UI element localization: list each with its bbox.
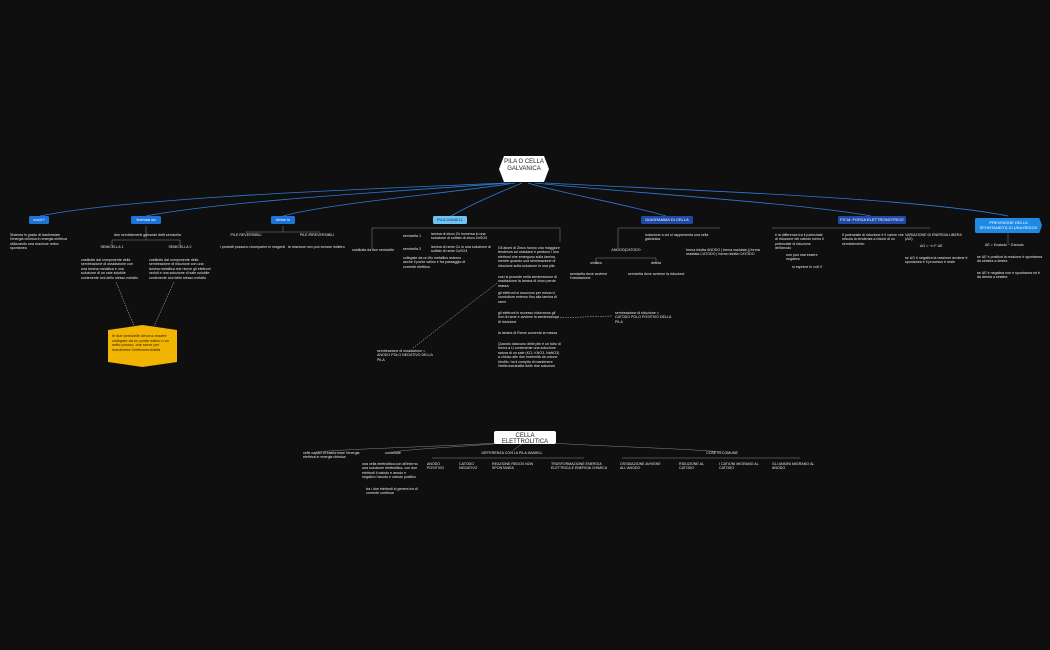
anodo-note: semireazione di ossidazione = ANODO POLO…: [377, 349, 433, 362]
daniell-point-6: Quando ciascuno delle pile è un tubo di …: [498, 342, 561, 369]
semicella-2-desc: costituito dal componente della semireaz…: [149, 258, 211, 280]
elettrolitica-desc: celle capaci di trasformare l'energia el…: [303, 451, 360, 460]
daniell-point-2: così si procede nella semireazione di os…: [498, 275, 557, 288]
delta-g-formula: ΔG = −n F ΔE: [920, 244, 943, 248]
diagramma-desc: notazione a cui si rappresenta una cella…: [645, 233, 709, 242]
differenza-a: ANODO POSITIVO: [427, 462, 444, 471]
daniell-semicella-1-desc: lamina di zinco Zn immersa in una soluzi…: [431, 232, 488, 241]
fem-desc-4: Il potenziale di riduzione è il valore c…: [842, 233, 904, 246]
branch-cos-e[interactable]: cos'è?: [29, 216, 49, 224]
comune-b: RIDUZIONE AL CATODO: [679, 462, 704, 471]
destra: destra: [651, 261, 661, 265]
daniell-point-3: gli elettroni si muovono per mezzo il co…: [498, 291, 557, 304]
daniell-point-5: la lamina di Rame aumenta la massa: [498, 331, 558, 335]
irreversibili-desc: la reazione non può tornare indietro: [288, 245, 345, 249]
root-node-pila[interactable]: PILA O CELLA GALVANICA: [499, 156, 549, 182]
ponte-salino-text: le due semicelle devono essere collegate…: [112, 333, 170, 352]
daniell-point-1: Gli atomi di Zinco hanno una maggiore te…: [498, 246, 560, 268]
delta-e-formula: ΔE = Ecatodo − Eanodo: [985, 243, 1024, 247]
branch-formata-da[interactable]: formata da: [131, 216, 161, 224]
differenza-label: DIFFERENZA CON LA PILA DANIELL: [481, 451, 543, 455]
variazione-energia-libera: VARIAZIONE DI ENERGIA LIBERA (ΔG): [905, 233, 962, 242]
fem-desc-1: è la differenza tra il potenziale di rid…: [775, 233, 824, 251]
catodo-note: semireazione di riduzione = CATODO POLO …: [615, 311, 672, 324]
branch-diagramma-di-cella[interactable]: DIAGRAMMA DI CELLA: [641, 216, 693, 224]
daniell-semicella-1: semicella 1: [403, 234, 421, 238]
semicella-2: SEMICELLA 2: [168, 245, 192, 249]
differenza-d: TRASFORMAZIONE ENERGIA ELETTRICA E ENERG…: [551, 462, 608, 471]
contenute-label: contenute: [385, 451, 401, 455]
daniell-costituita: costituita da due semicelle: [352, 248, 395, 252]
semicella-1: SEMICELLA 1: [100, 245, 124, 249]
forma-notazione: forma ridotta ANODO | forma ossidata || …: [686, 248, 760, 257]
root-node-cella-elettrolitica[interactable]: CELLA ELETTROLITICA: [494, 431, 556, 445]
branch-previsione-spontaneita[interactable]: PREVISIONE DELLA SPONTANEITÀ DI UNA REDO…: [975, 218, 1042, 233]
contenute-desc-2: tra i due elettrodi si genera tra di cor…: [366, 487, 418, 496]
comune-a: OSSIDAZIONE AVVIENE ALL'ANODO: [620, 462, 661, 471]
ponte-salino-note[interactable]: le due semicelle devono essere collegate…: [108, 325, 177, 367]
fem-desc-2: non può mai essere negativa: [786, 253, 818, 262]
root2-text: CELLA ELETTROLITICA: [501, 433, 549, 445]
branch-pila-daniell[interactable]: PILA DANIELL: [433, 216, 467, 224]
comune-label: COSE IN COMUNE: [706, 451, 738, 455]
previsione-label: PREVISIONE DELLA SPONTANEITÀ DI UNA REDO…: [979, 220, 1038, 230]
comune-d: GLI ANIONI MIGRANO AL ANODO: [772, 462, 815, 471]
comune-c: I CATIONI MIGRANO AL CATODO: [719, 462, 759, 471]
delta-e-positive: se ΔE è positiva la reazione è spontanea…: [977, 255, 1043, 264]
formata-line: due semielementi galvanici detti semicel…: [114, 233, 181, 237]
daniell-point-4: gli elettroni in eccesso ridurranno gli …: [498, 311, 560, 324]
daniell-collegate: collegate da un filo metallico esterno a…: [403, 256, 466, 269]
pile-irreversibili: PILE IRREVERSIBILI: [299, 233, 335, 237]
differenza-b: CATODO NEGATIVO: [459, 462, 478, 471]
daniell-semicella-2-desc: lamina di rame Cu in una soluzione di so…: [431, 245, 491, 254]
anodo-catodo: ANODO|CATODO: [611, 248, 641, 252]
fem-desc-3: si esprime in volt V: [792, 265, 823, 269]
sinistra-desc: semicella dove avviene l'ossidazione: [570, 272, 608, 281]
cos-e-description: Sistema in grado di trasformare l'energi…: [10, 233, 68, 251]
reversibili-desc: i prodotti possono ricomparire in reagen…: [220, 245, 286, 249]
daniell-semicella-2: semicella 2: [403, 247, 421, 251]
branch-divise-in[interactable]: divise in: [271, 216, 295, 224]
differenza-c: REAZIONE REDOX NON SPONTANEA: [492, 462, 534, 471]
root-node-text: PILA O CELLA GALVANICA: [504, 159, 544, 172]
delta-e-negative: se ΔE è negativa non è spontanea ed è da…: [977, 271, 1040, 280]
delta-g-note: se ΔG è negativa la reazione avviene è s…: [905, 256, 968, 265]
sinistra: sinistra: [590, 261, 602, 265]
pile-reversibili: PILE REVERSIBILI: [230, 233, 262, 237]
branch-fem[interactable]: F.E.M. FORZA ELETTROMOTRICE: [838, 216, 906, 224]
contenute-desc-1: una cella elettrolitica con all'interno …: [362, 462, 418, 480]
destra-desc: semicella dove avviene la riduzione: [628, 272, 685, 276]
semicella-1-desc: costituito dal componente della semireaz…: [81, 258, 138, 280]
